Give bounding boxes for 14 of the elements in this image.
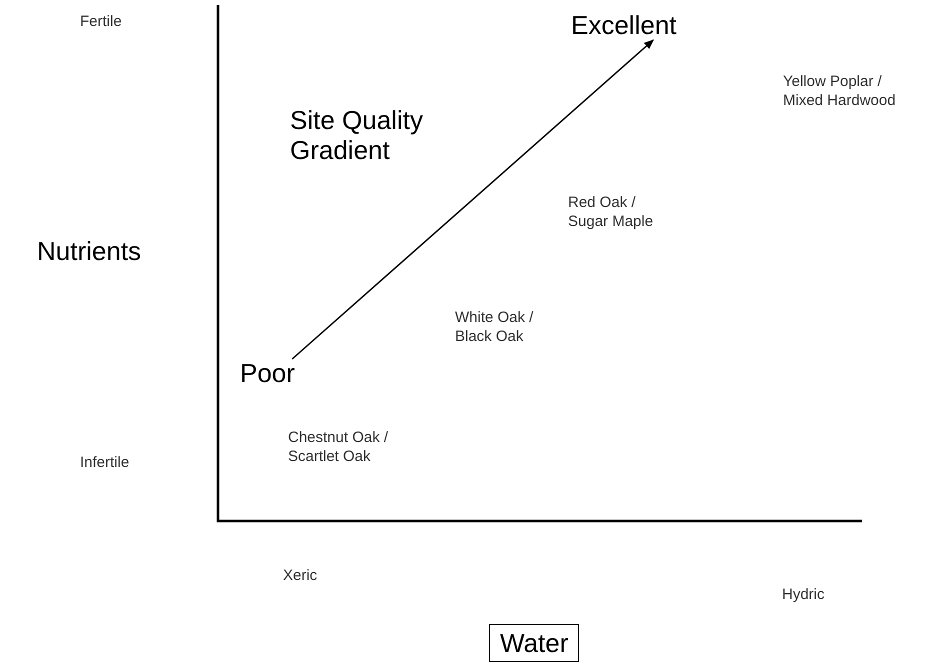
- arrow: [292, 39, 654, 360]
- gradient-end-label: Excellent: [571, 10, 676, 40]
- forest-type-label: White Oak / Black Oak: [455, 308, 534, 346]
- axis-level-label: Hydric: [782, 585, 825, 604]
- gradient-title: Site Quality Gradient: [290, 105, 424, 165]
- axis-level-label: Infertile: [80, 453, 130, 472]
- axis-level-label: Fertile: [80, 12, 122, 31]
- axis-level-label: Xeric: [283, 566, 318, 585]
- forest-type-label: Red Oak / Sugar Maple: [568, 193, 654, 231]
- forest-type-label: Yellow Poplar / Mixed Hardwood: [783, 72, 897, 110]
- axis-title: Nutrients: [37, 236, 142, 266]
- gradient-start-label: Poor: [240, 358, 295, 388]
- forest-type-label: Chestnut Oak / Scartlet Oak: [288, 428, 390, 466]
- axis-title-box: Water: [489, 624, 580, 662]
